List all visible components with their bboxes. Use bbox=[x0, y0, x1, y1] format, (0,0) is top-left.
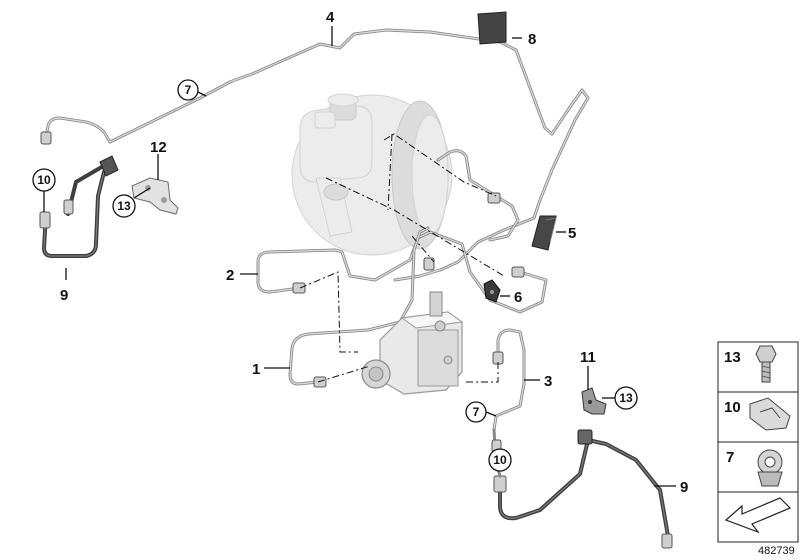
clip-icon bbox=[749, 397, 791, 431]
part-8-pad bbox=[477, 11, 507, 45]
brake-pipe-2 bbox=[256, 230, 548, 314]
brake-pipe-3 bbox=[492, 328, 526, 432]
circled-ref-13-right: 13 bbox=[619, 391, 633, 405]
callouts: 4 8 5 6 2 1 3 9 12 11 9 bbox=[60, 9, 688, 496]
callout-1: 1 bbox=[252, 361, 260, 378]
connection-lines bbox=[299, 133, 505, 383]
abs-hydraulic-unit bbox=[361, 291, 464, 395]
circled-ref-7-top: 7 bbox=[185, 83, 192, 97]
callout-4: 4 bbox=[326, 9, 335, 26]
circled-ref-7-right: 7 bbox=[473, 405, 480, 419]
circled-refs: 7 10 13 7 10 13 bbox=[32, 79, 638, 472]
part-12-bracket bbox=[131, 177, 179, 215]
brake-pipe-upper bbox=[436, 149, 520, 242]
callout-2: 2 bbox=[226, 267, 234, 284]
callout-12: 12 bbox=[150, 139, 167, 156]
brake-pipe-1 bbox=[288, 226, 435, 388]
callout-8: 8 bbox=[528, 31, 536, 48]
brake-pipe-4 bbox=[40, 28, 590, 282]
callout-11: 11 bbox=[580, 349, 596, 366]
direction-arrow-icon bbox=[724, 497, 792, 534]
callout-9-right: 9 bbox=[680, 479, 688, 496]
callout-9-left: 9 bbox=[60, 287, 68, 304]
callout-3: 3 bbox=[544, 373, 552, 390]
callout-5: 5 bbox=[568, 225, 576, 242]
legend-num-10: 10 bbox=[724, 399, 741, 416]
brake-hose-9-left bbox=[39, 155, 119, 258]
legend-num-7: 7 bbox=[726, 449, 734, 466]
legend-num-13: 13 bbox=[724, 349, 741, 366]
circled-ref-10-left: 10 bbox=[37, 173, 51, 187]
leader-lines bbox=[43, 26, 676, 487]
callout-6: 6 bbox=[514, 289, 522, 306]
legend-panel: 13 10 7 482739 bbox=[717, 341, 799, 557]
part-11-bracket bbox=[581, 387, 607, 415]
reference-number: 482739 bbox=[758, 545, 795, 557]
part-6-clip bbox=[483, 279, 501, 303]
part-5-holder bbox=[531, 215, 557, 251]
brake-booster bbox=[291, 93, 453, 256]
pipe-clamp-icon bbox=[757, 449, 783, 487]
bolt-icon bbox=[755, 345, 777, 383]
legend-cell-7 bbox=[717, 441, 799, 493]
circled-ref-13-left: 13 bbox=[117, 199, 131, 213]
brake-hose-9-right bbox=[491, 428, 673, 549]
circled-ref-10-right: 10 bbox=[493, 453, 507, 467]
